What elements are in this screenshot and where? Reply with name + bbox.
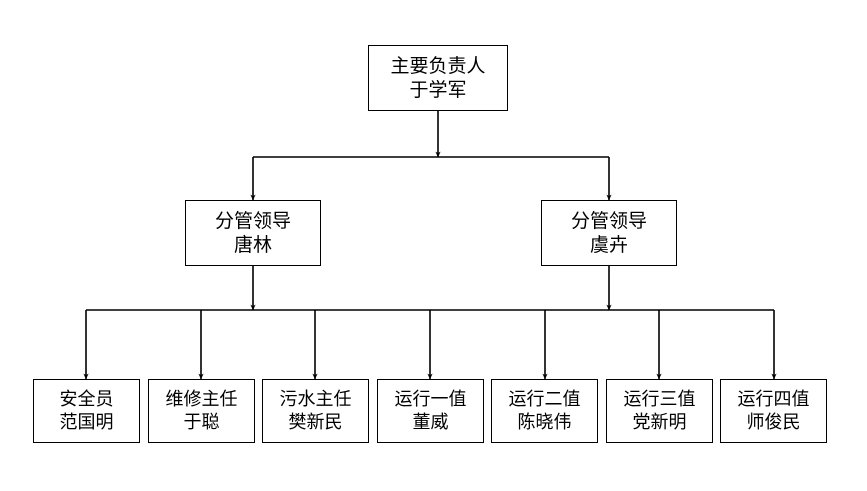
node-level1-1[interactable]: 分管领导 虞卉 [541, 200, 677, 266]
node-level2-1-role: 维修主任 [165, 388, 238, 410]
node-level2-4-role: 运行二值 [508, 388, 581, 410]
node-level1-1-name: 虞卉 [589, 234, 628, 256]
node-root-name: 于学军 [409, 79, 467, 101]
node-level1-0-name: 唐林 [233, 234, 272, 256]
node-level2-0[interactable]: 安全员 范国明 [33, 379, 140, 443]
node-level1-1-role: 分管领导 [570, 209, 647, 232]
node-level2-6-name: 师俊民 [746, 412, 801, 433]
node-level2-0-role: 安全员 [59, 388, 114, 410]
node-level2-1[interactable]: 维修主任 于聪 [148, 379, 255, 443]
node-level2-5[interactable]: 运行三值 党新明 [606, 379, 713, 443]
node-level1-0[interactable]: 分管领导 唐林 [185, 200, 321, 266]
node-level2-1-name: 于聪 [183, 412, 220, 433]
node-level2-6[interactable]: 运行四值 师俊民 [720, 379, 827, 443]
node-root-role: 主要负责人 [390, 54, 486, 77]
node-root[interactable]: 主要负责人 于学军 [368, 45, 508, 111]
node-level2-0-name: 范国明 [59, 412, 114, 433]
node-level2-2[interactable]: 污水主任 樊新民 [262, 379, 369, 443]
node-level2-2-name: 樊新民 [288, 412, 343, 433]
node-level2-3-role: 运行一值 [394, 388, 467, 410]
node-level2-2-role: 污水主任 [279, 388, 352, 410]
node-level2-5-role: 运行三值 [623, 388, 696, 410]
node-level2-3-name: 董威 [412, 412, 449, 433]
node-level2-5-name: 党新明 [632, 412, 687, 433]
node-level1-0-role: 分管领导 [214, 209, 291, 232]
node-level2-6-role: 运行四值 [737, 388, 810, 410]
node-level2-3[interactable]: 运行一值 董威 [377, 379, 484, 443]
node-level2-4[interactable]: 运行二值 陈晓伟 [491, 379, 598, 443]
node-level2-4-name: 陈晓伟 [517, 412, 572, 433]
